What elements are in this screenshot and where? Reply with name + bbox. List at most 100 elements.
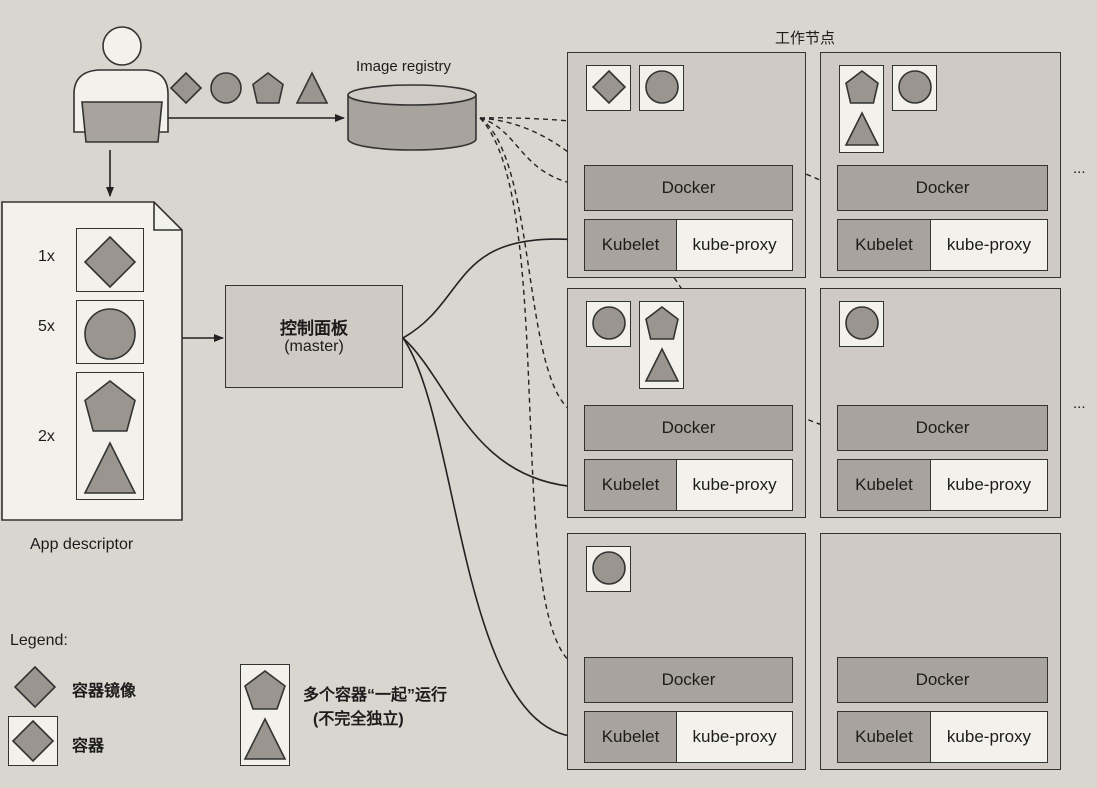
legend-container-image-label: 容器镜像 <box>72 683 137 700</box>
triangle-icon <box>243 717 287 760</box>
diamond-icon <box>13 665 57 709</box>
pod-container <box>590 304 628 342</box>
control-plane-title: 控制面板 <box>280 319 348 338</box>
diamond-icon <box>591 69 627 105</box>
descriptor-pod <box>76 372 144 500</box>
pod <box>586 301 631 347</box>
pentagon-icon <box>252 71 284 104</box>
descriptor-count: 2x <box>38 428 55 445</box>
pod-container <box>843 110 881 148</box>
kube-proxy-label: kube-proxy <box>930 460 1047 510</box>
pod-container <box>843 68 881 106</box>
kube-proxy-label: kube-proxy <box>930 220 1047 270</box>
pod-container <box>643 68 681 106</box>
image-diamond <box>168 70 204 106</box>
diamond-icon <box>169 71 203 105</box>
pod-container <box>643 346 681 384</box>
pod <box>586 65 631 111</box>
legend-title: Legend: <box>10 632 68 649</box>
image-pull-node-5 <box>479 117 581 669</box>
triangle-icon <box>295 71 329 104</box>
pentagon-icon <box>845 69 879 104</box>
pod <box>639 301 684 389</box>
diamond-icon <box>11 719 55 763</box>
circle-icon <box>898 70 932 104</box>
descriptor-shape <box>82 306 138 362</box>
circle-icon <box>592 551 626 585</box>
arrow-master-to-node-3 <box>402 337 579 491</box>
legend-pod-label-line1: 多个容器“一起”运行 <box>303 687 448 704</box>
pod <box>839 65 884 153</box>
pod <box>892 65 937 111</box>
triangle-icon <box>644 347 680 382</box>
image-triangle <box>294 70 330 106</box>
pod-container <box>590 549 628 587</box>
circle-icon <box>592 306 626 340</box>
docker-runtime: Docker <box>584 165 793 211</box>
docker-runtime: Docker <box>837 165 1048 211</box>
ellipsis-row-1: ... <box>1073 160 1086 177</box>
arrow-master-to-node-1 <box>402 235 581 339</box>
diamond-icon <box>83 235 137 289</box>
pentagon-icon <box>84 379 136 432</box>
image-pull-node-1 <box>479 117 581 186</box>
pentagon-icon <box>244 670 286 710</box>
pod-container <box>843 304 881 342</box>
pod <box>586 546 631 592</box>
descriptor-shape <box>82 440 138 496</box>
kube-proxy-label: kube-proxy <box>677 220 792 270</box>
kubelet-label: Kubelet <box>838 220 931 270</box>
pod <box>839 301 884 347</box>
pod <box>639 65 684 111</box>
pod-container <box>896 68 934 106</box>
worker-nodes-title: 工作节点 <box>775 30 836 47</box>
descriptor-shape <box>82 378 138 434</box>
docker-runtime: Docker <box>584 657 793 703</box>
docker-runtime: Docker <box>837 657 1048 703</box>
image-registry-label: Image registry <box>356 58 452 75</box>
kubelet-label: Kubelet <box>585 712 678 762</box>
legend-pod-label-line2: (不完全独立) <box>313 711 404 728</box>
image-pentagon <box>250 70 286 106</box>
developer-icon <box>73 26 169 143</box>
kubelet-label: Kubelet <box>585 460 678 510</box>
triangle-icon <box>83 441 137 494</box>
circle-icon <box>645 70 679 104</box>
docker-runtime: Docker <box>584 405 793 451</box>
arrow-master-to-node-5 <box>402 337 579 741</box>
kube-proxy-label: kube-proxy <box>677 460 792 510</box>
pod-container <box>590 68 628 106</box>
pod-container <box>643 304 681 342</box>
circle-icon <box>210 72 242 104</box>
triangle-icon <box>844 111 880 146</box>
pentagon-icon <box>645 305 679 340</box>
kubelet-label: Kubelet <box>838 712 931 762</box>
circle-icon <box>84 308 136 360</box>
descriptor-shape <box>82 234 138 290</box>
kubelet-label: Kubelet <box>838 460 931 510</box>
image-pull-node-3 <box>479 117 581 416</box>
legend-container-box <box>8 716 58 766</box>
image-registry-icon <box>347 84 477 151</box>
descriptor-count: 5x <box>38 318 55 335</box>
ellipsis-row-2: ... <box>1073 395 1086 412</box>
descriptor-count: 1x <box>38 248 55 265</box>
kube-proxy-label: kube-proxy <box>930 712 1047 762</box>
kubelet-label: Kubelet <box>585 220 678 270</box>
docker-runtime: Docker <box>837 405 1048 451</box>
app-descriptor-label: App descriptor <box>30 536 134 553</box>
circle-icon <box>845 306 879 340</box>
descriptor-pod <box>76 300 144 364</box>
